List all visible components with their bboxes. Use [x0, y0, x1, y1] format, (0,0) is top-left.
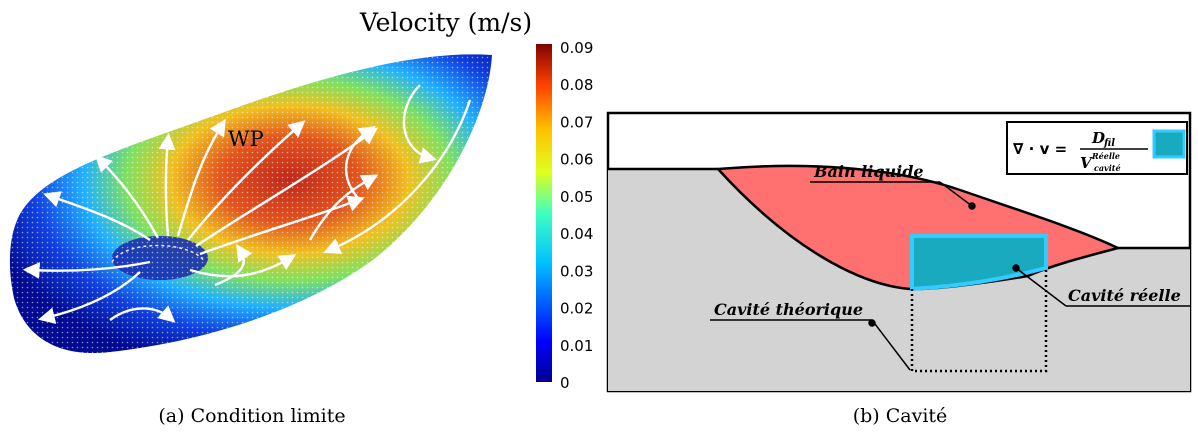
- colorbar-tick-label: 0.03: [560, 262, 593, 280]
- formula-numerator: D: [1091, 129, 1105, 147]
- formula-box: [1006, 121, 1188, 175]
- colorbar-tick-label: 0.06: [560, 151, 593, 169]
- formula-denominator-sub: cavité: [1094, 163, 1121, 173]
- label-cavite-theorique: Cavité théorique: [714, 300, 863, 319]
- colorbar-tick-label: 0: [560, 374, 570, 392]
- colorbar-tick-label: 0.05: [560, 188, 593, 206]
- formula-denominator: V: [1080, 154, 1093, 172]
- streamlines: [22, 84, 472, 324]
- caption-left: (a) Condition limite: [158, 405, 345, 427]
- formula-numerator-sub: fil: [1103, 138, 1115, 149]
- velocity-title: Velocity (m/s): [359, 8, 532, 37]
- label-bain-liquide: Bain liquide: [813, 162, 924, 181]
- formula-lhs: ∇ · v =: [1013, 140, 1067, 158]
- leader-lines: [710, 181, 1190, 371]
- formula-legend-swatch: [1152, 129, 1186, 159]
- colorbar-tick-label: 0.01: [560, 337, 593, 355]
- colorbar-ticks: 0.09 0.08 0.07 0.06 0.05 0.04 0.03 0.02 0.01 0: [560, 39, 593, 392]
- colorbar-tick-label: 0.08: [560, 76, 593, 94]
- colorbar-tick-label: 0.02: [560, 300, 593, 318]
- region-label-wp: WP: [228, 127, 264, 151]
- colorbar-tick-label: 0.09: [560, 39, 593, 57]
- caption-right: (b) Cavité: [853, 405, 948, 427]
- formula-denominator-sup: Réelle: [1091, 151, 1120, 161]
- colorbar: [536, 44, 552, 382]
- label-cavite-reelle: Cavité réelle: [1068, 286, 1181, 305]
- real-cavity: [910, 234, 1048, 292]
- theoretical-cavity: [910, 268, 1048, 373]
- colorbar-tick-label: 0.07: [560, 113, 593, 131]
- colorbar-tick-label: 0.04: [560, 225, 593, 243]
- cavity-schematic-panel: [606, 111, 1192, 393]
- velocity-field-panel: [9, 54, 493, 354]
